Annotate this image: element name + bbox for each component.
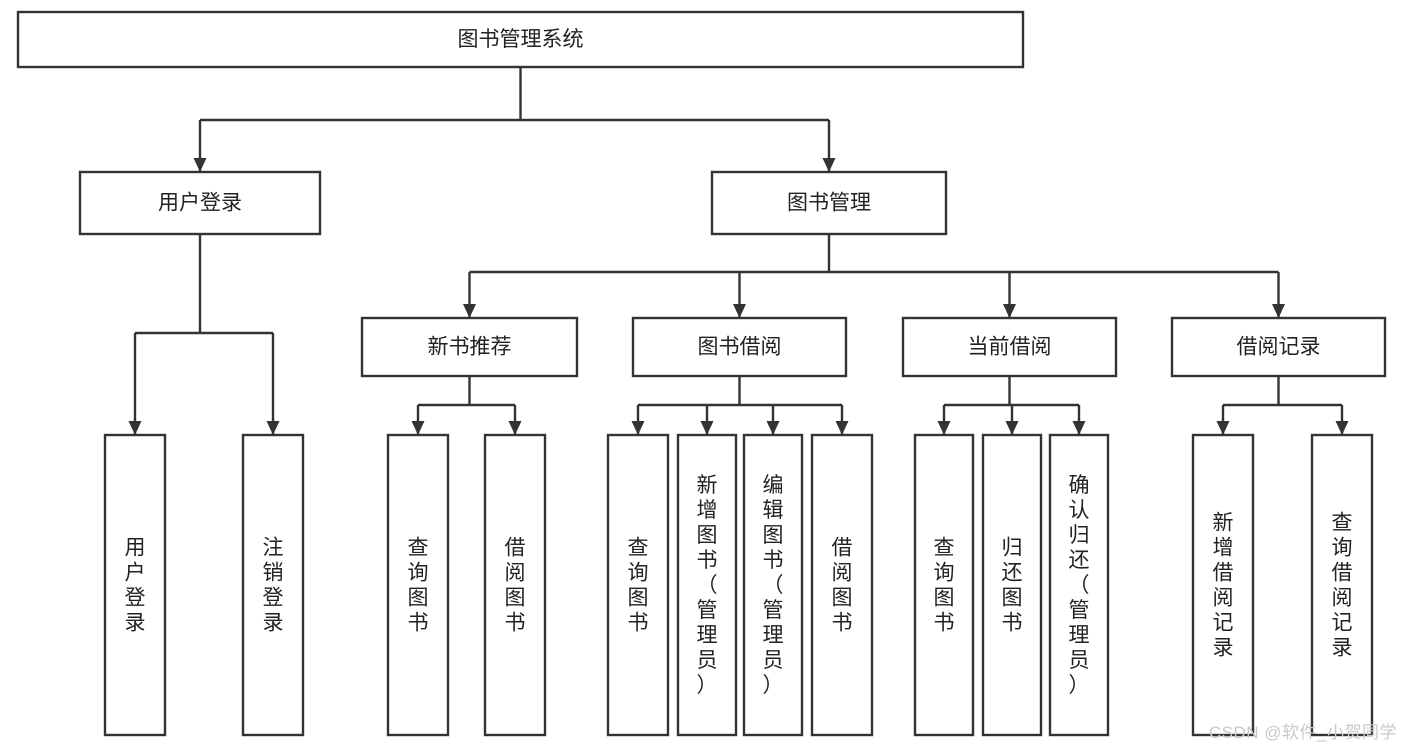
- node-book-borrow-label: 图书借阅: [698, 336, 782, 359]
- leaf-return-book-box[interactable]: [981, 433, 1043, 737]
- node-user-login[interactable]: 用户登录: [78, 170, 322, 236]
- leaf-user-logout-label: 注销登录: [263, 537, 284, 635]
- leaf-add-borrow-record-box[interactable]: [1191, 433, 1255, 737]
- leaf-edit-book-admin-label: 编辑图书（管理员）: [763, 474, 784, 697]
- arrow-head-icon: [766, 421, 780, 435]
- leaf-user-login-box[interactable]: [103, 433, 167, 737]
- leaf-return-book[interactable]: 归还图书: [981, 433, 1043, 737]
- root-node-label: 图书管理系统: [458, 28, 584, 51]
- leaf-user-logout-box[interactable]: [241, 433, 305, 737]
- node-book-management-label: 图书管理: [787, 192, 871, 215]
- node-book-management[interactable]: 图书管理: [710, 170, 948, 236]
- leaf-add-book-admin-label: 新增图书（管理员）: [697, 474, 718, 697]
- leaf-confirm-return-admin-label: 确认归还（管理员）: [1069, 474, 1090, 697]
- leaf-query-book-borrow-label: 查询图书: [628, 537, 649, 635]
- arrow-head-icon: [411, 421, 425, 435]
- node-new-book-recommend-label: 新书推荐: [428, 336, 512, 359]
- leaf-query-book-recommend-label: 查询图书: [408, 537, 429, 635]
- leaf-query-book-recommend[interactable]: 查询图书: [386, 433, 450, 737]
- connector-layer: [128, 67, 1349, 435]
- leaf-add-book-admin[interactable]: 新增图书（管理员）: [676, 433, 738, 737]
- leaf-add-book-admin-box[interactable]: [676, 433, 738, 737]
- leaf-query-book-current-box[interactable]: [913, 433, 975, 737]
- leaf-borrow-book-recommend-label: 借阅图书: [505, 537, 526, 635]
- leaf-add-borrow-record-label: 新增借阅记录: [1213, 512, 1234, 660]
- leaf-user-login-label: 用户登录: [125, 537, 146, 635]
- leaf-edit-book-admin-box[interactable]: [742, 433, 804, 737]
- arrow-head-icon: [1003, 304, 1016, 318]
- arrow-head-icon: [266, 421, 280, 435]
- node-new-book-recommend-box[interactable]: [360, 316, 579, 378]
- arrow-head-icon: [937, 421, 951, 435]
- leaf-borrow-book-box[interactable]: [810, 433, 874, 737]
- arrow-head-icon: [1272, 304, 1285, 318]
- leaf-query-borrow-record[interactable]: 查询借阅记录: [1310, 433, 1374, 737]
- arrow-head-icon: [463, 304, 476, 318]
- arrow-head-icon: [1005, 421, 1019, 435]
- node-current-borrow-box[interactable]: [901, 316, 1118, 378]
- node-borrow-record-box[interactable]: [1170, 316, 1387, 378]
- arrow-head-icon: [835, 421, 849, 435]
- root-node[interactable]: 图书管理系统: [16, 10, 1025, 69]
- leaf-confirm-return-admin-box[interactable]: [1048, 433, 1110, 737]
- root-node-box[interactable]: [16, 10, 1025, 69]
- leaf-user-login[interactable]: 用户登录: [103, 433, 167, 737]
- leaf-borrow-book-recommend-box[interactable]: [483, 433, 547, 737]
- node-current-borrow[interactable]: 当前借阅: [901, 316, 1118, 378]
- leaf-confirm-return-admin[interactable]: 确认归还（管理员）: [1048, 433, 1110, 737]
- leaf-query-book-borrow-box[interactable]: [606, 433, 670, 737]
- watermark-text: CSDN @软件_小贺同学: [1208, 723, 1397, 742]
- leaf-borrow-book-label: 借阅图书: [832, 537, 853, 635]
- node-current-borrow-label: 当前借阅: [968, 336, 1052, 359]
- arrow-head-icon: [508, 421, 522, 435]
- node-borrow-record-label: 借阅记录: [1237, 336, 1321, 359]
- arrow-head-icon: [1335, 421, 1349, 435]
- leaf-edit-book-admin[interactable]: 编辑图书（管理员）: [742, 433, 804, 737]
- leaf-query-book-current-label: 查询图书: [934, 537, 955, 635]
- node-book-management-box[interactable]: [710, 170, 948, 236]
- leaf-query-book-current[interactable]: 查询图书: [913, 433, 975, 737]
- leaf-user-logout[interactable]: 注销登录: [241, 433, 305, 737]
- node-user-login-label: 用户登录: [158, 192, 242, 215]
- arrow-head-icon: [631, 421, 645, 435]
- node-book-borrow-box[interactable]: [631, 316, 848, 378]
- leaf-query-book-recommend-box[interactable]: [386, 433, 450, 737]
- node-layer: 图书管理系统用户登录图书管理新书推荐图书借阅当前借阅借阅记录用户登录注销登录查询…: [16, 10, 1387, 737]
- leaf-query-book-borrow[interactable]: 查询图书: [606, 433, 670, 737]
- arrow-head-icon: [822, 158, 836, 172]
- node-user-login-box[interactable]: [78, 170, 322, 236]
- arrow-head-icon: [1216, 421, 1230, 435]
- arrow-head-icon: [193, 158, 207, 172]
- leaf-query-borrow-record-label: 查询借阅记录: [1332, 512, 1353, 660]
- node-borrow-record[interactable]: 借阅记录: [1170, 316, 1387, 378]
- leaf-query-borrow-record-box[interactable]: [1310, 433, 1374, 737]
- arrow-head-icon: [1072, 421, 1086, 435]
- leaf-return-book-label: 归还图书: [1002, 537, 1023, 635]
- arrow-head-icon: [128, 421, 142, 435]
- arrow-head-icon: [733, 304, 746, 318]
- arrow-head-icon: [700, 421, 714, 435]
- node-new-book-recommend[interactable]: 新书推荐: [360, 316, 579, 378]
- leaf-borrow-book[interactable]: 借阅图书: [810, 433, 874, 737]
- leaf-add-borrow-record[interactable]: 新增借阅记录: [1191, 433, 1255, 737]
- leaf-borrow-book-recommend[interactable]: 借阅图书: [483, 433, 547, 737]
- node-book-borrow[interactable]: 图书借阅: [631, 316, 848, 378]
